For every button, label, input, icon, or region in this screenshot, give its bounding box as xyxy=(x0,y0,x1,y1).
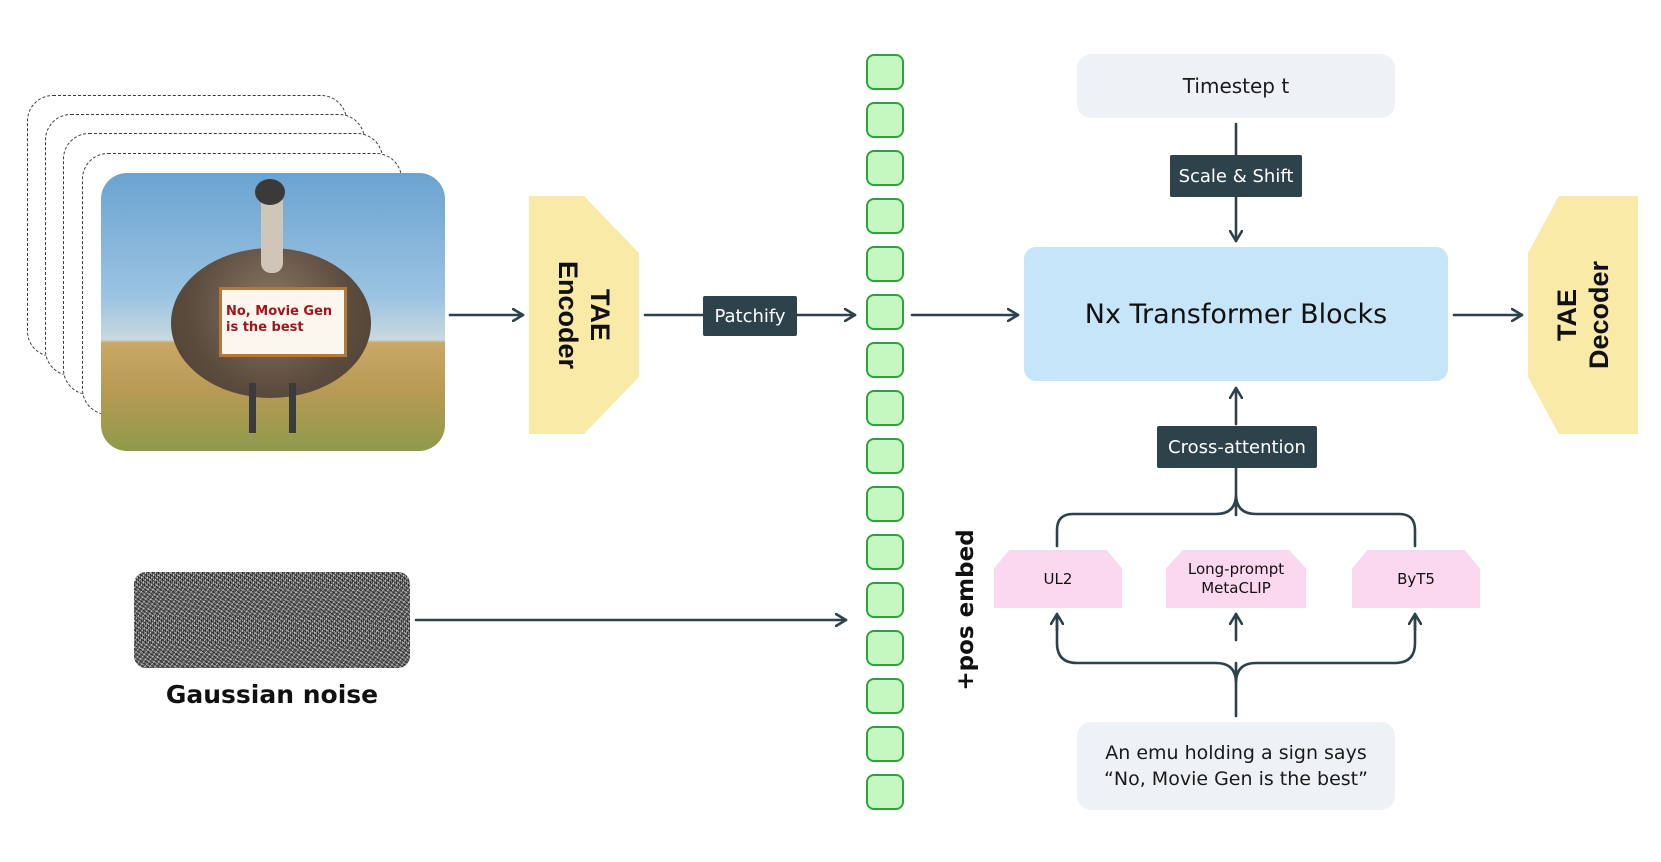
byt5-encoder-label: ByT5 xyxy=(1397,569,1435,588)
tae-encoder: TAE Encoder xyxy=(529,196,639,434)
byt5-encoder: ByT5 xyxy=(1352,550,1480,608)
merge-encoders-to-crossattn xyxy=(1055,466,1417,548)
emu-sign-text: No, Movie Gen is the best xyxy=(226,304,333,335)
prompt-text: An emu holding a sign says “No, Movie Ge… xyxy=(1104,742,1368,790)
token-cell xyxy=(866,246,904,282)
emu-head-shape xyxy=(255,179,285,205)
token-cell xyxy=(866,582,904,618)
emu-image: No, Movie Gen is the best xyxy=(101,173,445,451)
emu-neck-shape xyxy=(261,193,283,273)
token-cell xyxy=(866,726,904,762)
ul2-encoder: UL2 xyxy=(994,550,1122,608)
emu-leg-shape xyxy=(249,383,256,433)
token-cell xyxy=(866,150,904,186)
tae-decoder-label: TAE Decoder xyxy=(1552,260,1614,370)
pos-embed-label: +pos embed xyxy=(953,529,979,691)
token-cell xyxy=(866,198,904,234)
token-cell xyxy=(866,438,904,474)
scale-shift-label: Scale & Shift xyxy=(1170,155,1302,197)
token-cell xyxy=(866,54,904,90)
metaclip-encoder-label: Long-prompt MetaCLIP xyxy=(1187,560,1285,597)
gaussian-noise-image xyxy=(134,572,410,668)
timestep-pill: Timestep t xyxy=(1077,54,1395,118)
token-cell xyxy=(866,342,904,378)
patchify-label: Patchify xyxy=(703,296,797,336)
token-cell xyxy=(866,678,904,714)
gaussian-noise-label: Gaussian noise xyxy=(165,680,379,709)
split-prompt-to-encoders xyxy=(1055,614,1417,718)
metaclip-encoder: Long-prompt MetaCLIP xyxy=(1166,550,1306,608)
token-cell xyxy=(866,534,904,570)
tae-encoder-label: TAE Encoder xyxy=(553,260,615,370)
token-cell xyxy=(866,630,904,666)
cross-attention-label: Cross-attention xyxy=(1157,426,1317,468)
token-cell xyxy=(866,102,904,138)
transformer-blocks: Nx Transformer Blocks xyxy=(1024,247,1448,381)
token-cell xyxy=(866,486,904,522)
emu-sign: No, Movie Gen is the best xyxy=(219,287,347,357)
tae-decoder: TAE Decoder xyxy=(1528,196,1638,434)
prompt-pill: An emu holding a sign says “No, Movie Ge… xyxy=(1077,722,1395,810)
emu-leg-shape xyxy=(289,383,296,433)
token-cell xyxy=(866,390,904,426)
ul2-encoder-label: UL2 xyxy=(1043,569,1073,588)
token-cell xyxy=(866,774,904,810)
token-cell xyxy=(866,294,904,330)
